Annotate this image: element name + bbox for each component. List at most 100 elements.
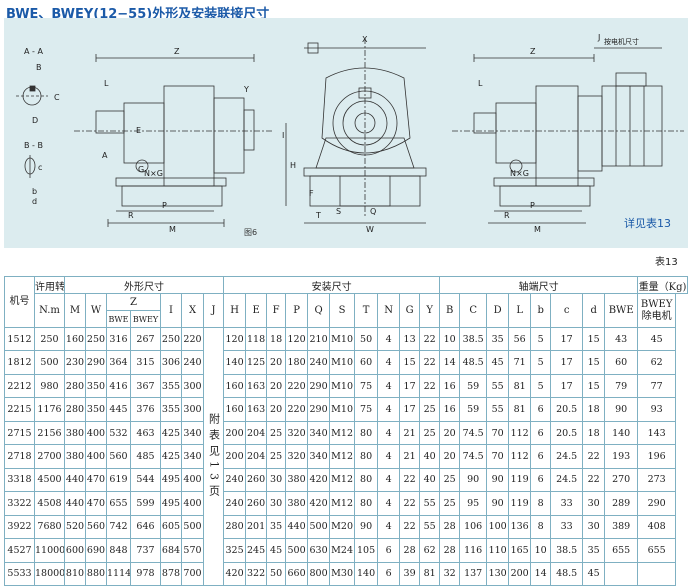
table-cell: 340 bbox=[181, 420, 204, 446]
table-cell: 2700 bbox=[34, 444, 65, 469]
dim-t: T bbox=[315, 211, 321, 220]
table-cell: 35 bbox=[486, 326, 510, 352]
table-cell: 20 bbox=[439, 420, 461, 446]
header-weight-bwey: BWEY除电机 bbox=[637, 293, 677, 328]
table-cell: 20 bbox=[439, 444, 461, 469]
table-cell: 270 bbox=[604, 467, 639, 493]
table-cell: 400 bbox=[85, 444, 107, 469]
table-cell: 260 bbox=[245, 491, 268, 516]
dim-c-small: c bbox=[38, 163, 42, 172]
table-cell: 15 bbox=[399, 350, 421, 375]
table-cell: 28 bbox=[399, 538, 421, 563]
dim-l-left: L bbox=[104, 79, 109, 88]
table-cell: 106 bbox=[459, 514, 488, 540]
table-cell: 1812 bbox=[4, 350, 35, 375]
table-cell: 1176 bbox=[34, 397, 65, 422]
table-cell: 425 bbox=[160, 444, 182, 469]
table-cell: 125 bbox=[245, 350, 268, 375]
table-cell: 17 bbox=[550, 373, 584, 399]
table-cell: 163 bbox=[245, 373, 268, 399]
header-z: Z bbox=[106, 293, 161, 311]
table-cell: 90 bbox=[486, 467, 510, 493]
table-cell: M30 bbox=[329, 561, 356, 587]
table-cell: 690 bbox=[85, 538, 107, 563]
table-cell: 350 bbox=[85, 373, 107, 399]
table-cell: 110 bbox=[486, 538, 510, 563]
table-cell: 25 bbox=[439, 467, 461, 493]
table-cell: 500 bbox=[307, 514, 331, 540]
table-cell: 79 bbox=[604, 373, 639, 399]
table-cell: 28 bbox=[439, 538, 461, 563]
header-p: P bbox=[285, 293, 309, 328]
table-cell: 17 bbox=[399, 373, 421, 399]
dim-f: F bbox=[309, 189, 314, 198]
table-cell: 290 bbox=[637, 491, 677, 516]
table-cell: 4 bbox=[377, 326, 401, 352]
table-cell: 80 bbox=[354, 491, 379, 516]
header-j: J bbox=[202, 293, 225, 328]
table-cell: 289 bbox=[604, 491, 639, 516]
table-cell: 1512 bbox=[4, 326, 35, 352]
table-cell: 160 bbox=[64, 326, 86, 352]
table-cell: 380 bbox=[285, 491, 309, 516]
dim-c-section: C bbox=[54, 93, 60, 102]
table-cell: 655 bbox=[637, 538, 677, 563]
table-cell: 245 bbox=[245, 538, 268, 563]
note-char: 13 bbox=[207, 460, 221, 485]
table-cell: 3318 bbox=[4, 467, 35, 493]
table-cell: 220 bbox=[285, 397, 309, 422]
front-view bbox=[285, 38, 427, 224]
table-cell: 500 bbox=[285, 538, 309, 563]
table-cell: 22 bbox=[419, 350, 441, 375]
dim-d-section: D bbox=[32, 116, 38, 125]
table-cell: 240 bbox=[307, 350, 331, 375]
header-x: X bbox=[181, 293, 204, 328]
table-caption: 表13 bbox=[655, 257, 678, 268]
table-cell: 400 bbox=[85, 420, 107, 446]
table-cell: 22 bbox=[419, 373, 441, 399]
table-cell: 50 bbox=[354, 326, 379, 352]
header-b-lower: b bbox=[530, 293, 552, 328]
table-cell: 70 bbox=[486, 444, 510, 469]
dim-x: X bbox=[362, 35, 368, 44]
table-cell: 416 bbox=[106, 373, 131, 399]
table-cell: 273 bbox=[637, 467, 677, 493]
table-cell: 22 bbox=[399, 491, 421, 516]
table-cell: 880 bbox=[85, 561, 107, 587]
table-cell: 700 bbox=[181, 561, 204, 587]
table-cell: 18 bbox=[266, 326, 287, 352]
dim-p-right: P bbox=[530, 201, 535, 210]
table-cell: 18 bbox=[582, 420, 606, 446]
table-cell: 316 bbox=[106, 326, 131, 352]
table-cell: M10 bbox=[329, 350, 356, 375]
table-cell: 290 bbox=[85, 350, 107, 375]
table-cell: 95 bbox=[459, 491, 488, 516]
table-cell: 24.5 bbox=[550, 467, 584, 493]
table-cell: 22 bbox=[399, 467, 421, 493]
table-cell: 45 bbox=[637, 326, 677, 352]
table-cell: 33 bbox=[550, 514, 584, 540]
header-e: E bbox=[245, 293, 268, 328]
table-cell: 45 bbox=[582, 561, 606, 587]
table-cell: 38.5 bbox=[550, 538, 584, 563]
header-shaft: 轴端尺寸 bbox=[439, 276, 639, 294]
header-b-upper: B bbox=[439, 293, 461, 328]
table-cell: 193 bbox=[604, 444, 639, 469]
table-cell: 71 bbox=[508, 350, 532, 375]
table-cell: 240 bbox=[223, 467, 247, 493]
table-cell: 4508 bbox=[34, 491, 65, 516]
table-cell: 11000 bbox=[34, 538, 65, 563]
table-cell: 15 bbox=[582, 373, 606, 399]
table-cell: 81 bbox=[508, 397, 532, 422]
table-cell: 201 bbox=[245, 514, 268, 540]
technical-drawing: A - A B - B Z X Y L A B D C b c d E G N×… bbox=[4, 18, 688, 248]
table-cell: 5 bbox=[530, 350, 552, 375]
table-cell: 196 bbox=[637, 444, 677, 469]
table-cell: 599 bbox=[130, 491, 161, 516]
dim-g-left: G bbox=[138, 165, 144, 174]
table-cell: 16 bbox=[439, 373, 461, 399]
